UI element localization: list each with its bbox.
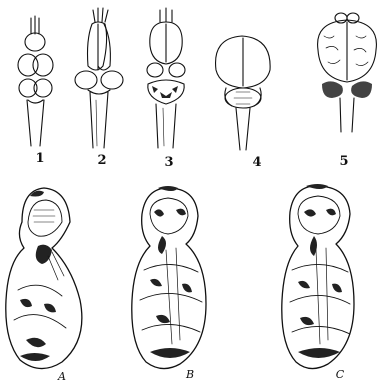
brain-figure-4 — [216, 36, 271, 150]
embryo-label-a: A — [57, 370, 66, 383]
brain-figure-5 — [318, 13, 377, 132]
brain-figure-2 — [75, 8, 123, 148]
embryo-figure-b — [132, 186, 206, 369]
brain-label-5: 5 — [339, 154, 348, 169]
brain-label-1: 1 — [35, 151, 44, 166]
embryo-figure-c — [282, 184, 354, 369]
brain-figure-1 — [18, 16, 53, 146]
brain-label-4: 4 — [252, 155, 261, 170]
embryo-figure-a — [6, 188, 82, 369]
embryo-label-b: B — [185, 368, 194, 381]
brain-label-2: 2 — [97, 153, 106, 168]
brain-label-3: 3 — [164, 155, 173, 170]
embryo-label-c: C — [336, 368, 345, 381]
brain-figure-3 — [147, 8, 185, 148]
